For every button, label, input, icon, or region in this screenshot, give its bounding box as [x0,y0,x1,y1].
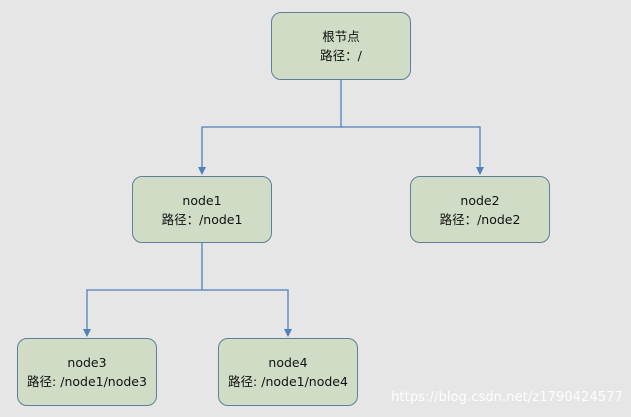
node-node3-title: node3 [67,355,107,370]
node-node3-path: 路径: /node1/node3 [27,374,147,389]
node-root-path: 路径：/ [320,48,362,63]
node-node2-path: 路径：/node2 [439,211,521,227]
watermark: https://blog.csdn.net/z1790424577 [391,390,623,405]
node-node4-path: 路径: /node1/node4 [228,374,348,389]
node-root-title: 根节点 [322,29,360,44]
edge-node1-to-node3 [83,243,203,337]
edge-node1-to-node4 [202,289,292,337]
edge-root-to-node1 [198,80,342,175]
node-node1-title: node1 [182,192,222,208]
node-node1: node1 路径：/node1 [132,176,272,243]
node-node4: node4 路径: /node1/node4 [218,338,358,406]
node-node2-title: node2 [460,192,500,208]
edge-root-to-node2 [341,126,484,175]
node-root: 根节点 路径：/ [271,12,411,80]
node-node1-path: 路径：/node1 [161,211,243,227]
node-node2: node2 路径：/node2 [410,176,550,243]
node-node4-title: node4 [268,355,308,370]
node-node3: node3 路径: /node1/node3 [17,338,157,406]
